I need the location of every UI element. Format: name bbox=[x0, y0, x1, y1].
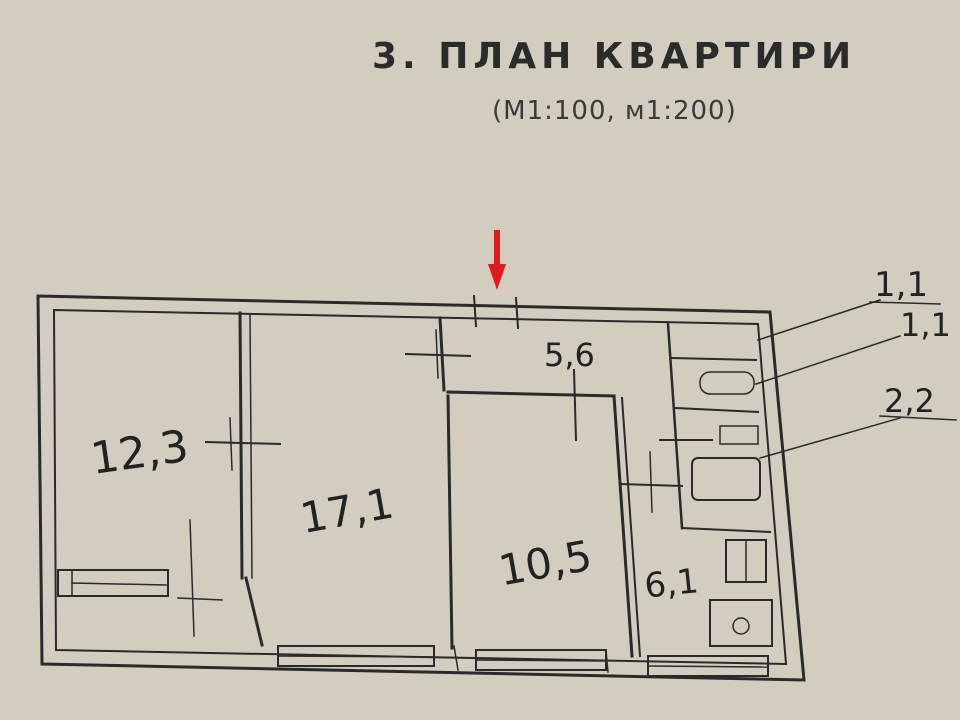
callout-leader bbox=[879, 415, 957, 421]
door-mark bbox=[649, 451, 653, 513]
partition-wall bbox=[612, 394, 634, 658]
partition-wall bbox=[244, 576, 264, 647]
wc-area: 1,1 bbox=[874, 265, 928, 305]
entrance-marker bbox=[488, 230, 506, 290]
partition-wall bbox=[674, 406, 760, 414]
window bbox=[57, 569, 169, 597]
window-pane bbox=[71, 582, 167, 586]
entrance-door-jamb bbox=[514, 296, 520, 330]
stove-fixture bbox=[709, 599, 773, 647]
door-mark bbox=[229, 417, 233, 471]
partition-wall bbox=[438, 316, 446, 392]
partition-wall bbox=[620, 396, 642, 658]
partition-wall bbox=[670, 356, 758, 362]
callout-leader bbox=[755, 335, 901, 385]
sink-fixture bbox=[719, 425, 759, 445]
stove-burner bbox=[732, 617, 750, 635]
room-b-area: 17,1 bbox=[297, 478, 398, 542]
bathroom-area: 2,2 bbox=[884, 382, 935, 420]
door-mark bbox=[189, 519, 195, 637]
marker-stem bbox=[494, 230, 500, 266]
partition-wall bbox=[680, 526, 772, 534]
toilet-fixture bbox=[699, 371, 755, 395]
callout-leader bbox=[869, 301, 941, 305]
sink-room-area: 1,1 bbox=[900, 306, 951, 344]
partition-wall bbox=[446, 390, 616, 398]
room-a-area: 12,3 bbox=[88, 421, 192, 485]
plan-title: 3. ПЛАН КВАРТИРИ bbox=[372, 36, 857, 77]
partition-wall bbox=[666, 322, 684, 530]
door-mark bbox=[453, 645, 459, 671]
bathtub-fixture bbox=[691, 457, 761, 501]
door-mark bbox=[204, 440, 282, 446]
window-pane bbox=[647, 665, 769, 668]
outer-wall bbox=[36, 294, 806, 682]
door-mark bbox=[404, 352, 472, 358]
corridor-area: 5,6 bbox=[544, 336, 595, 374]
partition-wall bbox=[249, 314, 253, 579]
callout-leader bbox=[759, 417, 901, 459]
outer-wall-inner bbox=[52, 308, 788, 666]
door-mark bbox=[435, 329, 439, 379]
plan-scale: (М1:100, м1:200) bbox=[492, 96, 737, 126]
entrance-door-jamb bbox=[472, 294, 478, 328]
partition-wall bbox=[446, 394, 454, 650]
kitchen-area: 6,1 bbox=[643, 561, 701, 606]
door-mark bbox=[605, 649, 609, 673]
room-c-area: 10,5 bbox=[495, 531, 596, 595]
window-pane bbox=[475, 659, 607, 662]
door-mark bbox=[572, 368, 578, 442]
partition-wall bbox=[238, 311, 244, 580]
marker-arrowhead bbox=[488, 264, 506, 290]
window-pane bbox=[277, 655, 435, 658]
door-mark bbox=[177, 597, 223, 601]
callout-leader bbox=[757, 299, 881, 341]
